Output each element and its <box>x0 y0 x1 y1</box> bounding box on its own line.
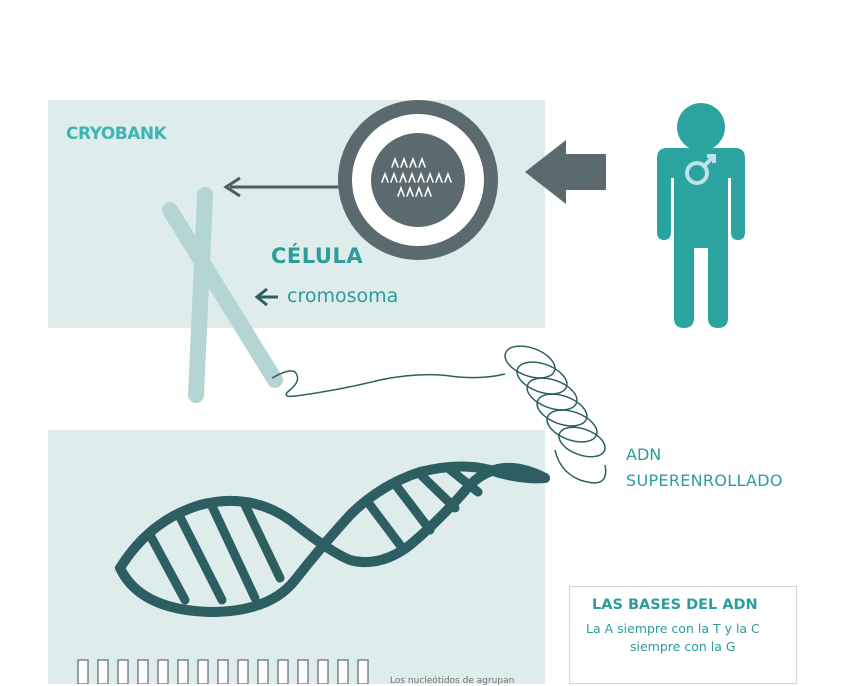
bases-box <box>569 586 797 684</box>
bases-subtitle-line2: siempre con la G <box>630 639 736 654</box>
male-symbol-icon <box>685 154 716 185</box>
cell-label: CÉLULA <box>271 244 364 268</box>
nucleotide-caption: Los nucleótidos de agrupan <box>390 676 515 686</box>
dna-label-line2: SUPERENROLLADO <box>626 471 783 490</box>
cell-circle <box>338 100 498 260</box>
chromosome-arrow-icon <box>254 287 278 307</box>
bases-subtitle-line1: La A siempre con la T y la C <box>586 621 760 636</box>
dna-strand <box>271 370 607 484</box>
helix-rungs <box>145 463 483 605</box>
male-figure-icon <box>657 103 745 328</box>
bases-title: LAS BASES DEL ADN <box>592 597 758 613</box>
cryobank-logo: CRYOBANK <box>66 124 167 144</box>
supercoil-shape <box>504 345 606 458</box>
big-arrow-icon <box>525 140 606 204</box>
chromosome-label: cromosoma <box>287 285 399 307</box>
nucleotide-row <box>77 659 369 684</box>
chromosomes-icon <box>381 156 452 197</box>
dna-label-line1: ADN <box>626 445 662 464</box>
chromosome-shape <box>162 187 283 403</box>
